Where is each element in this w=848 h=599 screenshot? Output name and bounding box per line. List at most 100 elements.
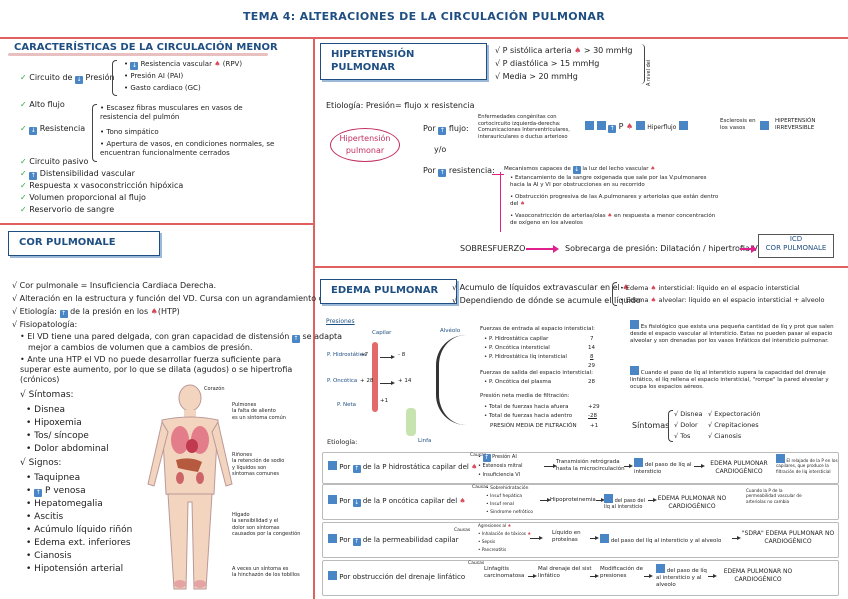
alveolo-label: Alvéolo [440,328,461,334]
capilar-label: Capilar [372,330,392,336]
circ-heading: CARACTERÍSTICAS DE LA CIRCULACIÓN MENOR [14,42,278,53]
r-item-2: • Tono simpático [100,128,159,136]
edema-heading: EDEMA PULMONAR [320,279,457,304]
e4-label: Por obstrucción del drenaje linfático [328,571,465,582]
cor-b1: • El VD tiene una pared delgada, con gra… [20,332,343,343]
signo-4: • Acúmulo líquido riñón [26,525,133,535]
cor-b1c: mejor a cambios de volumen que a cambios… [28,343,253,352]
label-rinones: Riñones la retención de sodio y líquidos… [232,452,285,477]
etiol-row-4 [322,560,839,596]
e3-causas: Causas [454,528,471,533]
etiol-row-2 [322,484,839,520]
e1-i0: • ↑ Presión AI [478,454,517,462]
p-label-0: P. Hidrostática [327,352,367,358]
r-item-3: • Apertura de vasos, en condiciones norm… [100,140,275,157]
f-out-heading: Fuerzas de salida del espacio interstici… [480,370,593,376]
neta-0-val: +29 [588,404,600,410]
signo-0: • Taquipnea [26,473,81,483]
e3-i1: • Inhalación de tóxicos ♠ [478,531,532,536]
f-in-0: • P. Hidrostática capilar [484,336,549,342]
e1-note: El relajado de la P en los capilares, qu… [776,454,838,474]
e2-note: Cuando la P de la permeabilidad vascular… [746,488,802,504]
p-item-2: • Presión AI (PAI) [124,72,184,80]
neta-total-val: +1 [590,423,599,429]
neta-heading: Presión neta media de filtración: [480,393,570,399]
e4-res: del paso de líq al intersticio y al alve… [656,564,710,589]
vertical-divider [313,37,315,599]
htp-crit-2: √ Media > 20 mmHg [495,72,578,81]
htp-heading: HIPERTENSIÓN PULMONAR [320,43,487,80]
sint-2: • Tos/ síncope [26,431,89,441]
lung-icon: ♠ [214,60,221,68]
signo-2: • Hepatomegalia [26,499,103,509]
e1-label: Por ↑ de la P hidrostática capilar del ♠ [328,461,477,473]
circ-list-4: ✓ Reservorio de sangre [20,205,115,214]
e2-i3: • Síndrome nefrótico [486,510,533,515]
cor-line-5: √ Fisiopatología: [12,320,78,329]
signo-3: • Ascitis [26,512,64,522]
e1-end: EDEMA PULMONAR CARDIOGÉNICO [710,460,768,475]
cor-line-2: √ Etiología: ↑ de la presión en los ♠(HT… [12,307,180,318]
p-val-2: + 28 [360,378,374,384]
htp-resist: Por ↑ resistencia: [423,166,495,177]
signo-6: • Cianosis [26,551,72,561]
right-divider [313,266,848,268]
e3-i3: • Pancreatitis [478,547,507,552]
htp-flujo-desc: Enfermedades congénitas con cortocircuit… [478,114,570,140]
e2-end: EDEMA PULMONAR NO CARDIOGÉNICO [657,495,727,510]
e3-i0: Agresiones al ♠ [478,523,512,528]
e2-res: del paso del líq al intersticio [604,494,650,511]
edema-etiol: Etiología: [327,438,358,446]
circ-list-0: ✓ Circuito pasivo [20,157,89,166]
p-label-1: P. Oncótica [327,378,358,384]
label-higado: Hígado la sensibilidad y el dolor son sí… [232,512,301,537]
left-divider [0,223,313,225]
cor-heading: COR PULMONALE [8,231,160,256]
neta-1: • Total de fuerzas hacia adentro [484,413,573,419]
page-title: TEMA 4: ALTERACIONES DE LA CIRCULACIÓN P… [242,10,605,23]
es-0: √ Disnea [674,410,703,418]
down-arrow-icon: ↓ [74,76,83,84]
htp-side: A nivel del [646,59,652,86]
htp-chain: ↑ P ♠ Hiperflujo [585,121,688,133]
f-in-heading: Fuerzas de entrada al espacio interstici… [480,326,595,332]
edema-right-2: Cuando el paso de líq al intersticio sup… [630,366,835,391]
htp-sobrecarga: Sobrecarga de presión: Dilatación / hipe… [565,244,765,253]
e3-res: del paso del líq al intersticio y al alv… [600,534,721,545]
e4-mid: Modificación de presiones [600,566,644,579]
p-val-1: - 8 [398,352,406,358]
etiol-row-3 [322,522,839,558]
sint-1: • Hipoxemia [26,418,82,428]
sint-3: • Dolor abdominal [26,444,109,454]
alto-flujo: ✓ Alto flujo [20,100,65,109]
e2-causas: Causas [472,485,489,490]
htp-yo: y/o [434,145,447,154]
htp-esclerosis: Esclerosis en los vasos [720,118,756,131]
e2-i1: • Insuf hepática [486,494,522,499]
es-4: √ Crepitaciones [708,421,759,429]
p-val-3: + 14 [398,378,412,384]
e3-mid: Líquido en proteínas [552,530,581,543]
es-1: √ Dolor [674,421,698,429]
pink-arrow [526,245,559,253]
label-pies: A veces un síntoma es la hinchazón de lo… [232,566,300,579]
signo-1: • ↑ P venosa [26,486,86,497]
label-pulmones: Pulmones la falta de aliento es un sínto… [232,402,286,421]
e4-end: EDEMA PULMONAR NO CARDIOGÉNICO [723,568,793,583]
e1-i1: • Estenosis mitral [478,463,523,469]
linfa-label: Linfa [418,438,432,444]
etiol-row-1 [322,452,839,484]
neta-total-label: PRESIÓN MEDIA DE FILTRACIÓN [490,423,577,429]
resistencia: ✓ ↓ Resistencia [20,124,86,135]
sint-heading: √ Síntomas: [20,390,74,400]
edema-top-1: √ Dependiendo de dónde se acumule el líq… [452,296,641,305]
presiones-label: Presiones [326,318,355,325]
e3-label: Por ↑ de la permeabilidad capilar [328,534,459,546]
htp-res-2: • Vasoconstricción de arterias/olas ♠ en… [510,213,716,226]
signo-5: • Edema ext. inferiores [26,538,131,548]
f-out-0: • P. Oncótica del plasma [484,379,552,385]
sint-0: • Disnea [26,405,66,415]
cor-line-1: √ Alteración en la estructura y función … [12,294,346,303]
htp-res-1: • Obstrucción progresiva de las A.pulmon… [510,194,719,207]
